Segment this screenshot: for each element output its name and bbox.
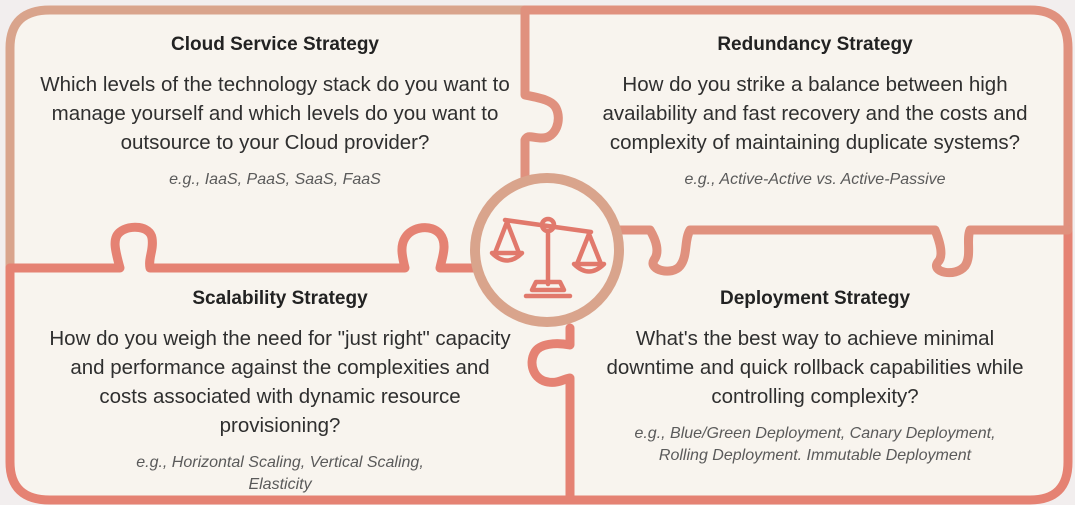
scalability-question: How do you weigh the need for "just righ… [49,327,511,437]
scalability-strategy-card: Scalability Strategy How do you weigh th… [45,288,515,496]
scales-of-justice-icon [489,216,607,299]
divider-right [605,225,1073,278]
redundancy-title: Redundancy Strategy [717,34,913,55]
divider-left [5,222,495,273]
redundancy-strategy-card: Redundancy Strategy How do you strike a … [585,34,1045,191]
cloud-example: e.g., IaaS, PaaS, SaaS, FaaS [169,171,381,188]
divider-bottom [527,323,575,505]
outer-border-top-right [520,5,1073,235]
deployment-question: What's the best way to achieve minimal d… [606,327,1024,408]
scalability-example: e.g., Horizontal Scaling, Vertical Scali… [136,454,424,493]
deployment-strategy-card: Deployment Strategy What's the best way … [585,288,1045,467]
outer-border-top-left [5,5,530,273]
deployment-title: Deployment Strategy [719,288,911,309]
cloud-service-strategy-card: Cloud Service Strategy Which levels of t… [40,34,510,191]
redundancy-example: e.g., Active-Active vs. Active-Passive [684,171,946,188]
redundancy-question: How do you strike a balance between high… [602,73,1028,154]
outer-border-bottom [5,225,1073,505]
scalability-title: Scalability Strategy [192,288,368,309]
cloud-title: Cloud Service Strategy [170,34,380,55]
deployment-example: e.g., Blue/Green Deployment, Canary Depl… [634,425,996,464]
cloud-question: Which levels of the technology stack do … [40,73,510,154]
divider-top [520,5,563,183]
